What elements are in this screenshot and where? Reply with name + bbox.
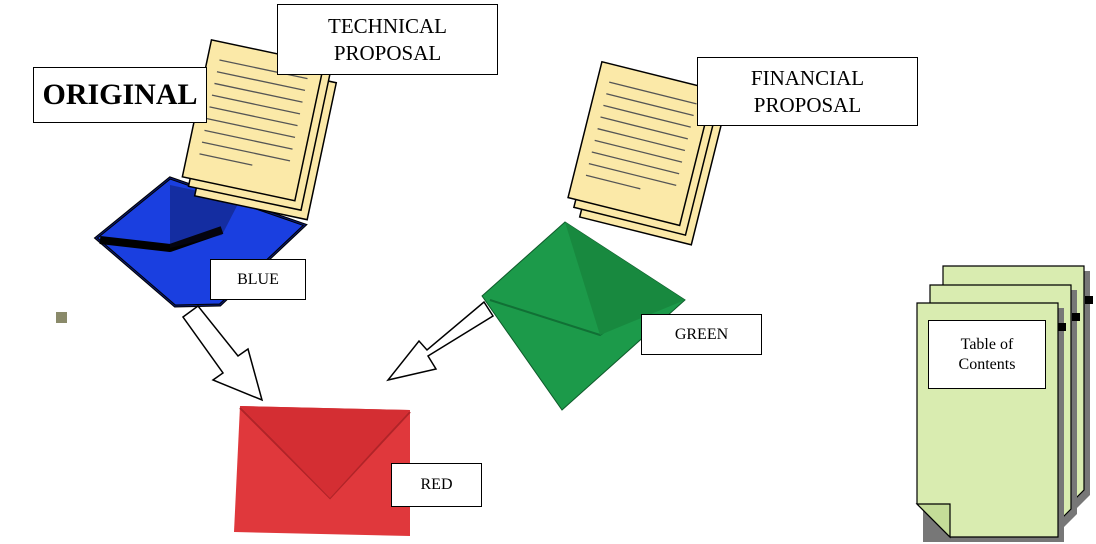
technical-proposal-label: TECHNICAL PROPOSAL — [277, 4, 498, 75]
table-of-contents-text: Table of Contents — [958, 335, 1016, 373]
financial-proposal-label: FINANCIAL PROPOSAL — [697, 57, 918, 126]
technical-proposal-text: TECHNICAL PROPOSAL — [328, 14, 447, 65]
original-label: ORIGINAL — [33, 67, 207, 123]
red-envelope — [234, 406, 411, 536]
red-label-text: RED — [420, 476, 453, 493]
red-label: RED — [391, 463, 482, 507]
financial-proposal-text: FINANCIAL PROPOSAL — [750, 66, 865, 117]
table-of-contents-label: Table of Contents — [928, 320, 1046, 389]
blue-label-text: BLUE — [237, 270, 279, 288]
table-of-contents-pages — [915, 265, 1093, 542]
original-label-text: ORIGINAL — [42, 78, 198, 112]
green-label: GREEN — [641, 314, 762, 355]
green-label-text: GREEN — [674, 325, 729, 343]
financial-proposal-documents — [567, 60, 727, 246]
blue-label: BLUE — [210, 259, 306, 300]
green-envelope — [481, 221, 686, 411]
bullet-marker — [56, 312, 67, 323]
arrow-green-to-red — [386, 300, 495, 382]
technical-proposal-documents — [181, 38, 338, 221]
arrow-blue-to-red — [181, 304, 264, 402]
